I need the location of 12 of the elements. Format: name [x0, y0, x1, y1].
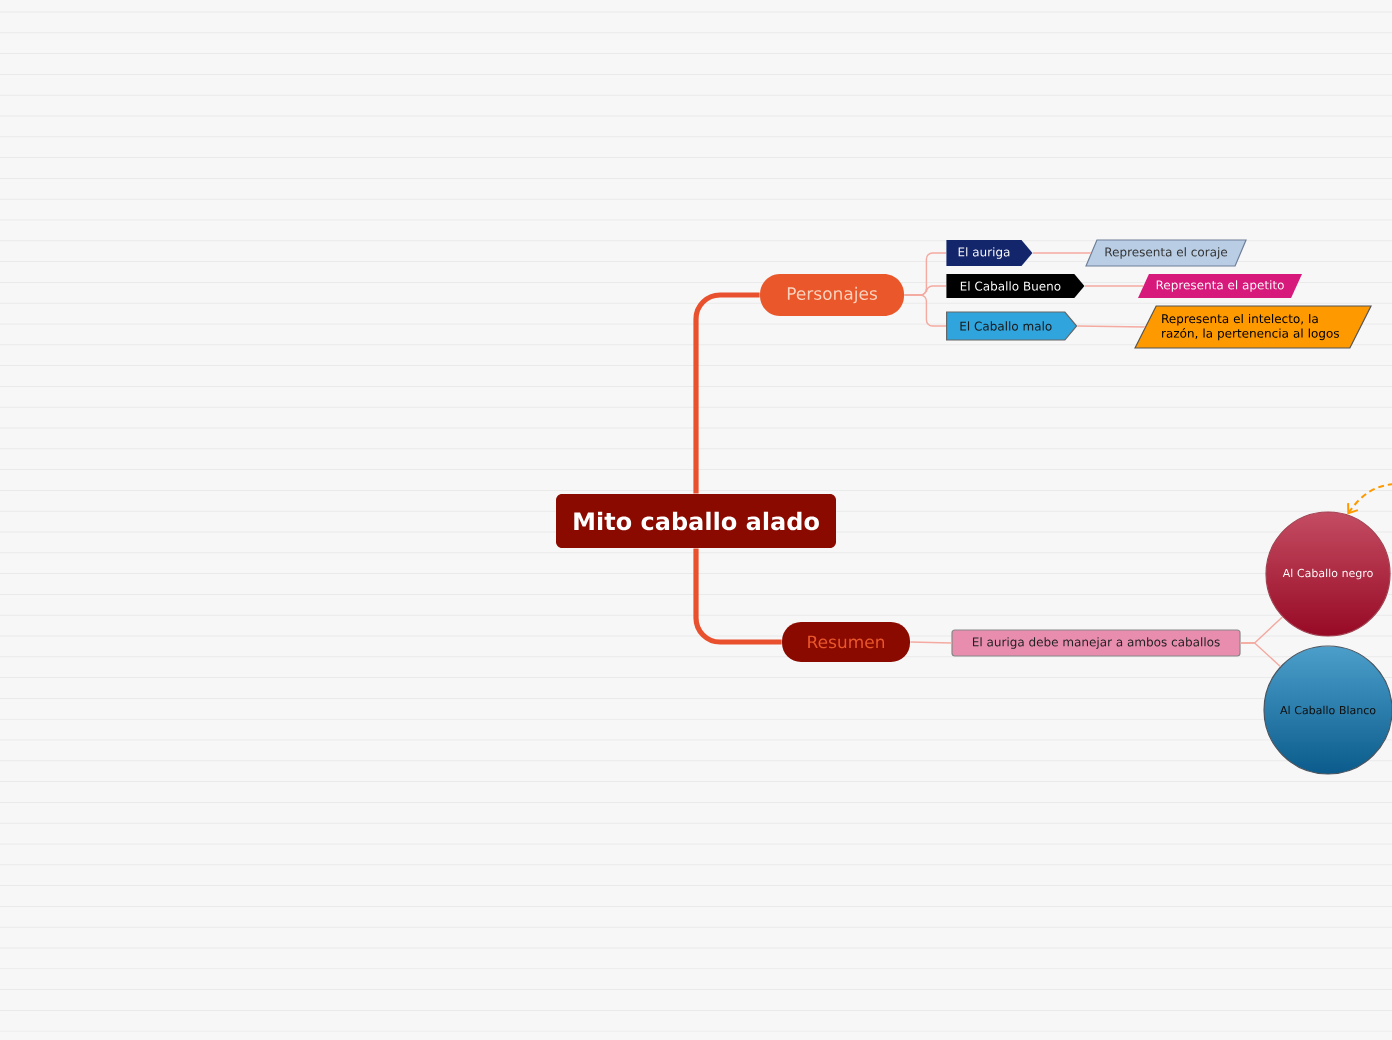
connector-line: [903, 294, 947, 327]
connector-line: [693, 292, 760, 494]
connector-line: [1084, 285, 1144, 287]
dashed-arrow: [1347, 483, 1392, 515]
topic-pill: Resumen: [782, 622, 910, 662]
connector-line: [909, 641, 953, 644]
topic-pill: Personajes: [760, 274, 904, 316]
connector-line: [1032, 252, 1092, 254]
central-topic-box: Mito caballo alado: [556, 494, 836, 548]
connector-line: [693, 548, 782, 645]
connector-line: [1239, 642, 1281, 668]
connector-line: [1076, 325, 1146, 328]
